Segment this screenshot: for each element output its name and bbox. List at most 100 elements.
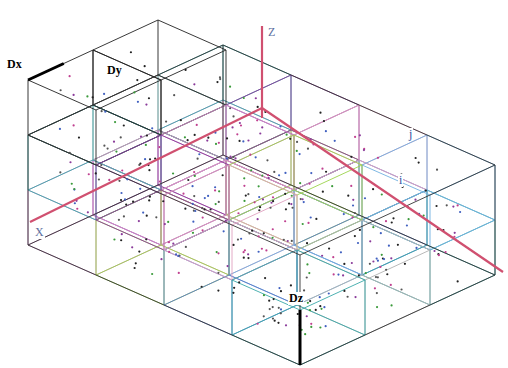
sample-point <box>291 207 293 209</box>
grid-edge <box>164 275 229 305</box>
sample-point <box>145 144 147 146</box>
grid-edge <box>93 215 161 245</box>
grid-edge <box>164 195 165 250</box>
sample-point <box>438 254 440 256</box>
sample-point <box>138 220 140 222</box>
sample-point <box>168 251 170 253</box>
sample-point <box>100 164 102 166</box>
sample-point <box>173 94 175 96</box>
sample-point <box>307 302 309 304</box>
sample-point <box>184 69 186 71</box>
grid-edge <box>300 275 495 365</box>
grid-edge <box>226 130 291 160</box>
grid-edge <box>359 105 360 160</box>
grid-edge <box>226 105 227 160</box>
sample-point <box>134 267 136 269</box>
sample-point <box>103 93 105 95</box>
sample-point <box>372 226 374 228</box>
grid-edge <box>229 165 297 195</box>
sample-point <box>354 136 356 138</box>
grid-edge <box>226 130 291 160</box>
grid-edge <box>229 165 230 220</box>
sample-point <box>325 130 327 132</box>
sample-point <box>310 323 312 325</box>
grid-edge <box>300 310 301 365</box>
grid-edge <box>362 220 363 275</box>
grid-edge <box>96 135 161 165</box>
sample-point <box>73 94 75 96</box>
sample-point <box>257 218 259 220</box>
sample-point <box>319 305 321 307</box>
sample-point <box>343 213 345 215</box>
sample-point <box>265 249 267 251</box>
sample-point <box>218 142 220 144</box>
sample-point <box>229 155 231 157</box>
grid-edge <box>164 220 229 250</box>
grid-edge <box>297 220 362 250</box>
sample-point <box>415 247 417 249</box>
sample-point <box>288 203 290 205</box>
sample-point <box>226 265 228 267</box>
sample-point <box>306 263 308 265</box>
sample-point <box>243 97 245 99</box>
sample-point <box>263 315 265 317</box>
sample-point <box>126 178 128 180</box>
sample-point <box>257 106 259 108</box>
grid-edge <box>96 190 161 220</box>
sample-point <box>376 306 378 308</box>
sample-point <box>108 179 110 181</box>
grid-edge <box>164 250 165 305</box>
sample-point <box>386 273 388 275</box>
grid-edge <box>229 190 294 220</box>
grid-edge <box>294 105 359 135</box>
sample-point <box>120 199 122 201</box>
grid-edge <box>362 220 363 275</box>
sample-point <box>250 169 252 171</box>
grid-edge <box>158 75 159 130</box>
sample-point <box>254 201 256 203</box>
grid-edge <box>362 220 430 250</box>
sample-point <box>319 296 321 298</box>
sample-point <box>201 207 203 209</box>
grid-edge <box>294 190 362 220</box>
sample-point <box>158 146 160 148</box>
grid-edge <box>427 135 428 190</box>
grid-edge <box>229 220 230 275</box>
grid-edge <box>158 20 226 50</box>
sample-point <box>268 300 270 302</box>
grid-edge <box>161 215 226 245</box>
sample-point <box>291 195 293 197</box>
sample-point <box>194 134 196 136</box>
grid-edge <box>96 220 97 275</box>
grid-edge <box>93 130 158 160</box>
grid-edge <box>28 135 29 245</box>
grid-edge <box>294 190 362 220</box>
sample-point <box>306 315 308 317</box>
sample-point <box>232 156 234 158</box>
grid-edge <box>226 160 294 190</box>
sample-point <box>347 195 349 197</box>
grid-edge <box>362 190 427 220</box>
sample-point <box>357 242 359 244</box>
grid-edge <box>28 45 223 135</box>
sample-point <box>358 274 360 276</box>
sample-point <box>247 253 249 255</box>
sample-point <box>315 309 317 311</box>
grid-edge <box>161 190 162 245</box>
sample-point <box>218 190 220 192</box>
sample-point <box>290 203 292 205</box>
axes <box>30 26 503 272</box>
grid-edge <box>96 190 161 220</box>
sample-point <box>262 198 264 200</box>
sample-point <box>118 219 120 221</box>
sample-point <box>192 232 194 234</box>
sample-point <box>397 244 399 246</box>
grid-edge <box>362 165 363 220</box>
sample-point <box>145 103 147 105</box>
sample-point <box>160 258 162 260</box>
grid-edge <box>294 135 295 190</box>
sample-point <box>106 147 108 149</box>
grid-edge <box>294 135 295 190</box>
grid-edge <box>161 190 229 220</box>
sample-point <box>204 208 206 210</box>
